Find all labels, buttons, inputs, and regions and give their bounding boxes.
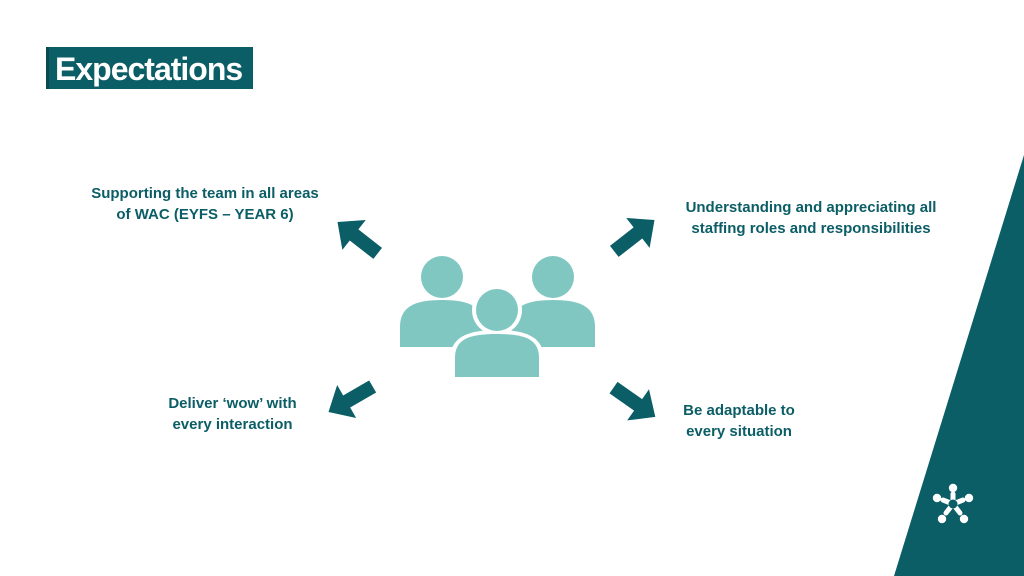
arrow-up-right-icon [609, 217, 655, 257]
label-top-right: Understanding and appreciating all staff… [672, 197, 950, 239]
label-top-left-line-1: Supporting the team in all areas [91, 185, 319, 202]
label-bottom-left-line-1: Deliver ‘wow’ with [168, 395, 297, 412]
label-bottom-left-line-2: every interaction [172, 416, 293, 433]
arrow-up-left-icon [337, 219, 383, 259]
group-of-people-icon [400, 256, 595, 380]
arrow-down-right-icon [609, 381, 656, 421]
label-top-left: Supporting the team in all areas of WAC … [80, 183, 330, 225]
label-top-right-line-1: Understanding and appreciating all [685, 199, 937, 216]
page-title: Expectations [55, 51, 243, 87]
label-bottom-left: Deliver ‘wow’ with every interaction [150, 393, 315, 435]
corner-panel [894, 155, 1024, 576]
label-top-left-line-2: of WAC (EYFS – YEAR 6) [116, 206, 294, 223]
label-bottom-right-line-1: Be adaptable to [683, 402, 795, 419]
label-bottom-right-line-2: every situation [686, 423, 792, 440]
label-top-right-line-2: staffing roles and responsibilities [691, 220, 931, 237]
arrow-down-left-icon [328, 380, 377, 418]
star-figure-logo-icon [932, 483, 974, 524]
title-box: Expectations [46, 47, 253, 89]
label-bottom-right: Be adaptable to every situation [668, 400, 810, 442]
